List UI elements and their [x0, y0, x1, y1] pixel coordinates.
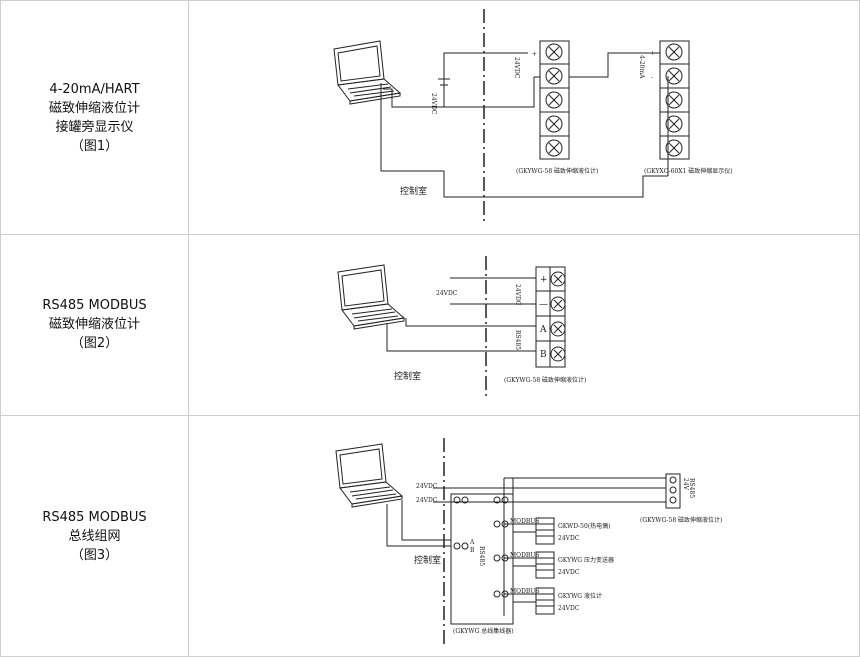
dc-label: 24VDC — [558, 569, 580, 576]
terminal-b-label: B — [470, 547, 475, 554]
diagram-1-svg: 24VDC 24VDC + - + - 4-20mA (GKYWG-58 磁致伸… — [333, 9, 733, 225]
modbus-label: MODBUS — [510, 518, 539, 525]
terminal-a-label: A — [469, 539, 475, 546]
device-block — [535, 473, 681, 615]
left-device-label: (GKYWG-58 磁致伸缩液位计) — [516, 167, 598, 175]
device-1-label: GKWD-50(热电偶) — [558, 522, 611, 530]
wiring-diagram-2: 24VDC 24VDC + — A B RS485 (GKYWG-58 磁致伸缩… — [188, 234, 860, 415]
laptop-icon — [333, 40, 402, 105]
terminal-voltage-label: 24VDC — [514, 284, 521, 306]
row-label-cell: RS485 MODBUS 总线组网 （图3） — [0, 416, 189, 656]
table-row: RS485 MODBUS 磁致伸缩液位计 （图2） — [0, 234, 860, 416]
modbus-label: MODBUS — [510, 588, 539, 595]
terminal-block — [535, 266, 566, 368]
minus-label: — — [539, 300, 548, 310]
row-label-line: 接罐旁显示仪 — [55, 119, 134, 135]
plus-label: + — [540, 275, 548, 285]
device-2-label: GKYWG 压力变送器 — [558, 556, 614, 564]
control-room-label: 控制室 — [394, 370, 421, 382]
laptop-icon — [335, 443, 404, 508]
bus-hub-box — [450, 493, 514, 625]
bus-label: RS485 — [478, 546, 485, 566]
row-label-line: 4-20mA/HART — [49, 81, 140, 97]
hub-label: (GKYWG 总线集线器) — [453, 627, 514, 635]
current-label: 4-20mA — [638, 55, 645, 79]
terminal-voltage-label: 24VDC — [513, 57, 520, 79]
voltage-label: 24VDC — [416, 497, 438, 504]
row-label-line: RS485 MODBUS — [42, 509, 147, 525]
row-label-line: （图1） — [70, 138, 119, 154]
modbus-label: MODBUS — [510, 552, 539, 559]
top-right-tag: RS485 — [688, 478, 695, 498]
dc-label: 24VDC — [558, 605, 580, 612]
top-right-tag: 24V — [682, 478, 689, 491]
top-right-device-label: (GKYWG-58 磁致伸缩液位计) — [640, 516, 722, 524]
wiring-diagram-1: 24VDC 24VDC + - + - 4-20mA (GKYWG-58 磁致伸… — [188, 1, 860, 234]
row-label-line: RS485 MODBUS — [42, 298, 147, 313]
control-room-label: 控制室 — [414, 554, 441, 566]
right-device-label: (GKYXG-60X1 磁致伸缩显示仪) — [644, 167, 733, 175]
bus-label: RS485 — [514, 330, 521, 350]
diagram-2-svg: 24VDC 24VDC + — A B RS485 (GKYWG-58 磁致伸缩… — [337, 256, 586, 399]
voltage-label: 24VDC — [436, 290, 458, 297]
plus-label: + — [532, 51, 537, 58]
wiring-diagram-3: 24VDC 24VDC A B RS485 MODBUS MODBUS MODB… — [188, 416, 860, 656]
laptop-icon — [337, 264, 406, 330]
row-label-line: （图2） — [70, 336, 119, 351]
minus-label: - — [651, 74, 653, 81]
terminal-b-label: B — [540, 350, 547, 360]
voltage-label: 24VDC — [430, 93, 437, 115]
row-label-line: （图3） — [70, 547, 119, 563]
table-row: 4-20mA/HART 磁致伸缩液位计 接罐旁显示仪 （图1） — [0, 0, 860, 235]
device-3-label: GKYWG 液位计 — [558, 592, 602, 600]
row-label-cell: RS485 MODBUS 磁致伸缩液位计 （图2） — [0, 234, 189, 415]
diagram-3-svg: 24VDC 24VDC A B RS485 MODBUS MODBUS MODB… — [335, 438, 722, 646]
minus-label: - — [533, 74, 535, 81]
row-label-line: 磁致伸缩液位计 — [48, 317, 140, 332]
terminal-block-left — [539, 40, 570, 160]
row-label-line: 总线组网 — [68, 528, 121, 544]
voltage-label: 24VDC — [416, 483, 438, 490]
device-label: (GKYWG-58 磁致伸缩液位计) — [504, 376, 586, 384]
table-row: RS485 MODBUS 总线组网 （图3） — [0, 416, 860, 657]
dc-label: 24VDC — [558, 535, 580, 542]
control-room-label: 控制室 — [400, 185, 427, 197]
terminal-a-label: A — [539, 325, 547, 335]
row-label-cell: 4-20mA/HART 磁致伸缩液位计 接罐旁显示仪 （图1） — [0, 1, 189, 234]
plus-label: + — [650, 50, 655, 57]
row-label-line: 磁致伸缩液位计 — [48, 100, 140, 116]
terminal-block-right — [659, 40, 690, 176]
